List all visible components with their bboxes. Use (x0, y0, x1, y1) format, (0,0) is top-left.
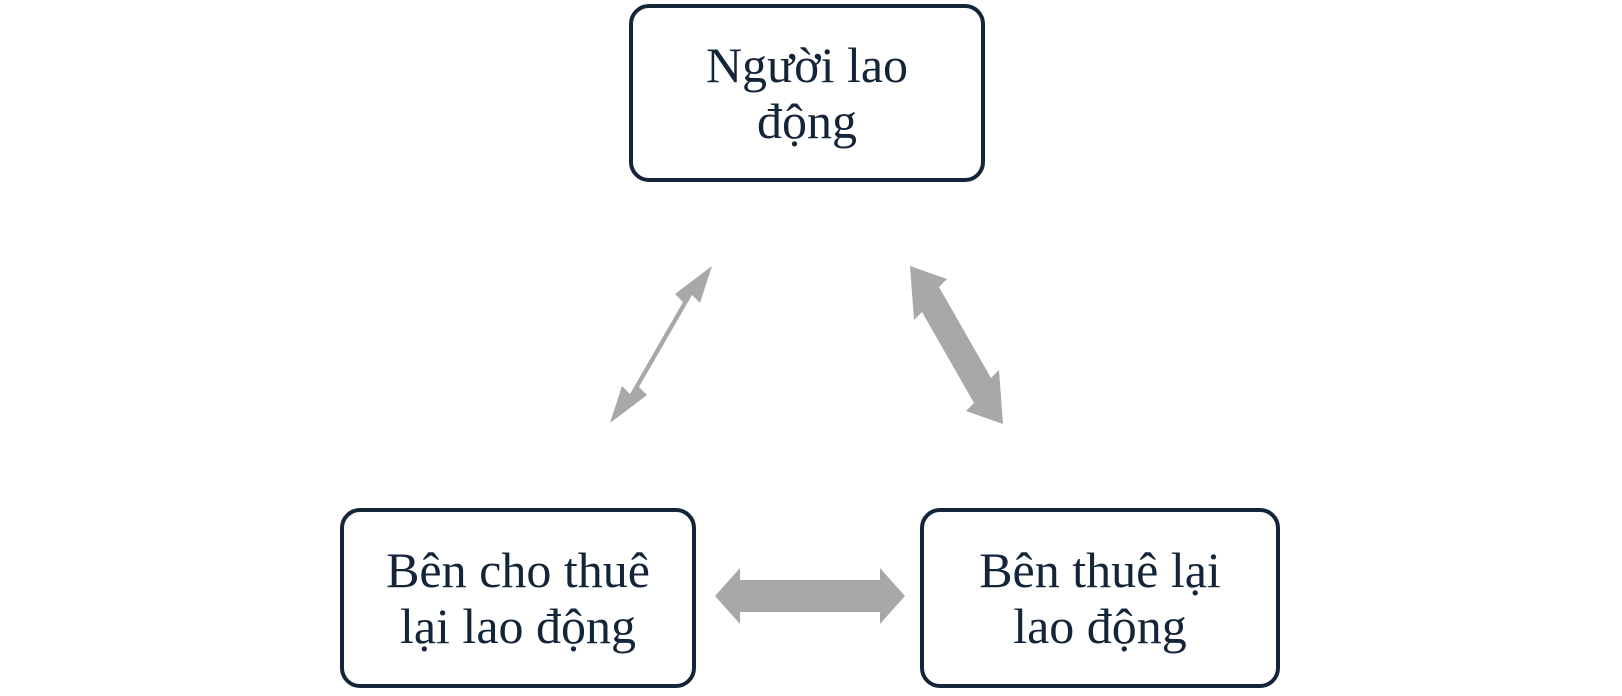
node-label-line-1: Người lao (705, 37, 909, 93)
node-label-line-2: lao động (1013, 598, 1187, 654)
node-label: Bên thuê lại lao động (979, 542, 1221, 654)
node-label: Người lao động (706, 37, 908, 149)
node-label-line-1: Bên thuê lại (979, 542, 1221, 598)
node-ben-cho-thue-lai-lao-dong: Bên cho thuê lại lao động (340, 508, 696, 688)
double-arrow-top-right (910, 266, 1003, 424)
node-ben-thue-lai-lao-dong: Bên thuê lại lao động (920, 508, 1280, 688)
node-label-line-2: động (757, 93, 857, 149)
node-label: Bên cho thuê lại lao động (386, 542, 650, 654)
double-arrow-top-left (610, 266, 712, 423)
node-label-line-2: lại lao động (399, 598, 637, 654)
double-arrow-left-right (715, 568, 905, 624)
node-label-line-1: Bên cho thuê (386, 542, 650, 598)
node-nguoi-lao-dong: Người lao động (629, 4, 985, 182)
